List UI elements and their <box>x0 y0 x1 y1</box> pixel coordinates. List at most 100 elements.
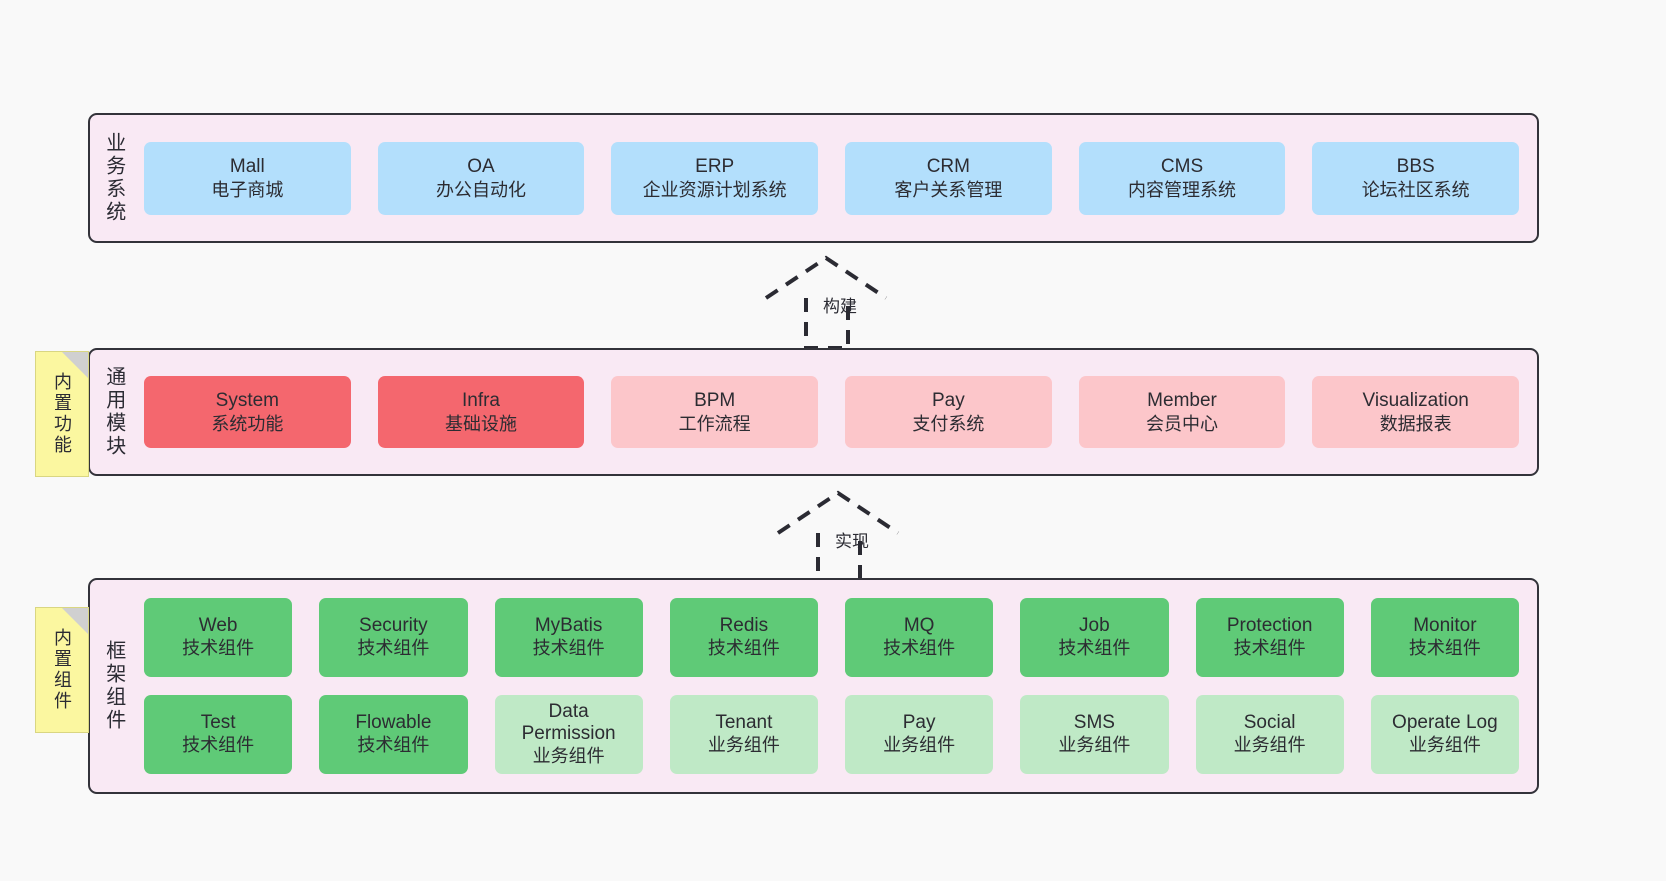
node-oa[interactable]: OA 办公自动化 <box>377 141 585 215</box>
node-label-en: Infra <box>461 390 501 412</box>
layer-body-business-systems: Mall 电子商城 OA 办公自动化 ERP 企业资源计划系统 CRM 客户关系… <box>136 115 1537 241</box>
node-label-en: OA <box>467 156 495 178</box>
node-label-cn: 内容管理系统 <box>1128 179 1237 200</box>
node-pay[interactable]: Pay 支付系统 <box>845 376 1052 448</box>
node-visualization[interactable]: Visualization 数据报表 <box>1312 376 1520 448</box>
node-mybatis[interactable]: MyBatis 技术组件 <box>494 598 643 677</box>
node-label-cn: 电子商城 <box>211 179 284 200</box>
layer-title-common-modules: 通用模块 <box>102 366 125 458</box>
node-label-cn: 会员中心 <box>1146 413 1219 434</box>
node-label-en: MyBatis <box>534 615 603 637</box>
node-tenant[interactable]: Tenant 业务组件 <box>669 695 818 774</box>
node-label-cn: 技术组件 <box>182 638 255 659</box>
node-label-cn: 技术组件 <box>357 735 430 756</box>
node-label-en: Social <box>1243 712 1296 734</box>
generalization-arrow-icon <box>776 490 900 585</box>
node-member[interactable]: Member 会员中心 <box>1078 376 1286 448</box>
node-test[interactable]: Test 技术组件 <box>144 695 293 774</box>
node-label-cn: 技术组件 <box>1233 638 1306 659</box>
node-label-en: ERP <box>695 156 735 178</box>
node-label-en: BBS <box>1396 156 1435 178</box>
node-label-cn: 办公自动化 <box>436 179 526 200</box>
node-label-cn: 业务组件 <box>1058 735 1131 756</box>
node-label-cn: 业务组件 <box>1408 735 1481 756</box>
arrow-implement: 实现 <box>772 487 932 587</box>
sticky-note-builtin-components: 内置组件 <box>35 607 89 733</box>
layer-framework-components: 框架组件 Web 技术组件 Security 技术组件 MyBatis 技术组件… <box>88 578 1539 794</box>
arrow-build: 构建 <box>760 252 920 352</box>
node-label-en: Visualization <box>1362 390 1469 412</box>
layer-body-framework-components: Web 技术组件 Security 技术组件 MyBatis 技术组件 Redi… <box>136 580 1537 792</box>
node-label-en: Data Permission <box>521 701 616 745</box>
node-label-en: System <box>215 390 280 412</box>
node-web[interactable]: Web 技术组件 <box>144 598 293 677</box>
node-label-en: Member <box>1147 390 1217 412</box>
node-row: Mall 电子商城 OA 办公自动化 ERP 企业资源计划系统 CRM 客户关系… <box>144 141 1520 215</box>
node-label-cn: 技术组件 <box>532 638 605 659</box>
node-label-cn: 业务组件 <box>532 746 605 767</box>
node-label-cn: 业务组件 <box>1233 735 1306 756</box>
node-job[interactable]: Job 技术组件 <box>1020 598 1169 677</box>
node-crm[interactable]: CRM 客户关系管理 <box>845 141 1052 215</box>
node-label-cn: 技术组件 <box>1058 638 1131 659</box>
node-label-en: CRM <box>926 156 970 178</box>
layer-business-systems: 业务系统 Mall 电子商城 OA 办公自动化 ERP 企业资源计划系统 CRM… <box>88 113 1539 243</box>
node-erp[interactable]: ERP 企业资源计划系统 <box>611 141 819 215</box>
node-label-cn: 技术组件 <box>883 638 956 659</box>
node-label-cn: 企业资源计划系统 <box>642 179 787 200</box>
node-label-en: Web <box>198 615 238 637</box>
node-protection[interactable]: Protection 技术组件 <box>1195 598 1344 677</box>
node-row: Web 技术组件 Security 技术组件 MyBatis 技术组件 Redi… <box>144 598 1519 677</box>
node-social[interactable]: Social 业务组件 <box>1195 695 1344 774</box>
node-label-en: Mall <box>229 156 265 178</box>
node-label-cn: 技术组件 <box>707 638 780 659</box>
node-monitor[interactable]: Monitor 技术组件 <box>1370 598 1519 677</box>
layer-common-modules: 通用模块 System 系统功能 Infra 基础设施 BPM 工作流程 Pay… <box>88 348 1539 476</box>
node-label-en: Flowable <box>355 712 432 734</box>
node-label-cn: 论坛社区系统 <box>1361 179 1470 200</box>
node-label-en: Pay <box>902 712 936 734</box>
generalization-arrow-icon <box>764 255 888 350</box>
node-bpm[interactable]: BPM 工作流程 <box>611 376 819 448</box>
node-label-cn: 支付系统 <box>912 413 985 434</box>
node-infra[interactable]: Infra 基础设施 <box>377 376 585 448</box>
node-label-cn: 技术组件 <box>182 735 255 756</box>
layer-title-business-systems: 业务系统 <box>102 132 125 224</box>
node-label-en: MQ <box>903 615 935 637</box>
node-flowable[interactable]: Flowable 技术组件 <box>319 695 468 774</box>
node-label-cn: 业务组件 <box>707 735 780 756</box>
node-mall[interactable]: Mall 电子商城 <box>144 141 351 215</box>
node-label-cn: 基础设施 <box>445 413 517 434</box>
node-cms[interactable]: CMS 内容管理系统 <box>1078 141 1286 215</box>
node-mq[interactable]: MQ 技术组件 <box>845 598 994 677</box>
node-label-cn: 工作流程 <box>678 413 751 434</box>
node-label-en: SMS <box>1073 712 1115 734</box>
node-security[interactable]: Security 技术组件 <box>319 598 468 677</box>
node-label-en: Tenant <box>715 712 773 734</box>
node-label-cn: 技术组件 <box>1408 638 1481 659</box>
node-label-en: BPM <box>694 390 736 412</box>
node-label-en: Security <box>359 615 428 637</box>
node-label-en: Operate Log <box>1392 712 1498 734</box>
node-system[interactable]: System 系统功能 <box>144 376 351 448</box>
node-data-permission[interactable]: Data Permission 业务组件 <box>494 695 643 774</box>
node-label-en: Job <box>1079 615 1110 637</box>
node-operate-log[interactable]: Operate Log 业务组件 <box>1370 695 1519 774</box>
node-sms[interactable]: SMS 业务组件 <box>1020 695 1169 774</box>
node-label-en: Pay <box>931 390 965 412</box>
node-label-cn: 业务组件 <box>883 735 956 756</box>
node-label-en: Test <box>200 712 236 734</box>
node-bbs[interactable]: BBS 论坛社区系统 <box>1312 141 1520 215</box>
node-label-en: Protection <box>1226 615 1313 637</box>
node-label-en: Monitor <box>1413 615 1477 637</box>
node-label-cn: 系统功能 <box>211 413 284 434</box>
node-redis[interactable]: Redis 技术组件 <box>669 598 818 677</box>
node-pay-component[interactable]: Pay 业务组件 <box>845 695 994 774</box>
node-label-cn: 技术组件 <box>357 638 430 659</box>
node-label-en: CMS <box>1160 156 1204 178</box>
layer-body-common-modules: System 系统功能 Infra 基础设施 BPM 工作流程 Pay 支付系统… <box>136 350 1537 474</box>
node-label-en: Redis <box>719 615 769 637</box>
node-label-cn: 数据报表 <box>1379 413 1452 434</box>
node-row: System 系统功能 Infra 基础设施 BPM 工作流程 Pay 支付系统… <box>144 376 1520 448</box>
